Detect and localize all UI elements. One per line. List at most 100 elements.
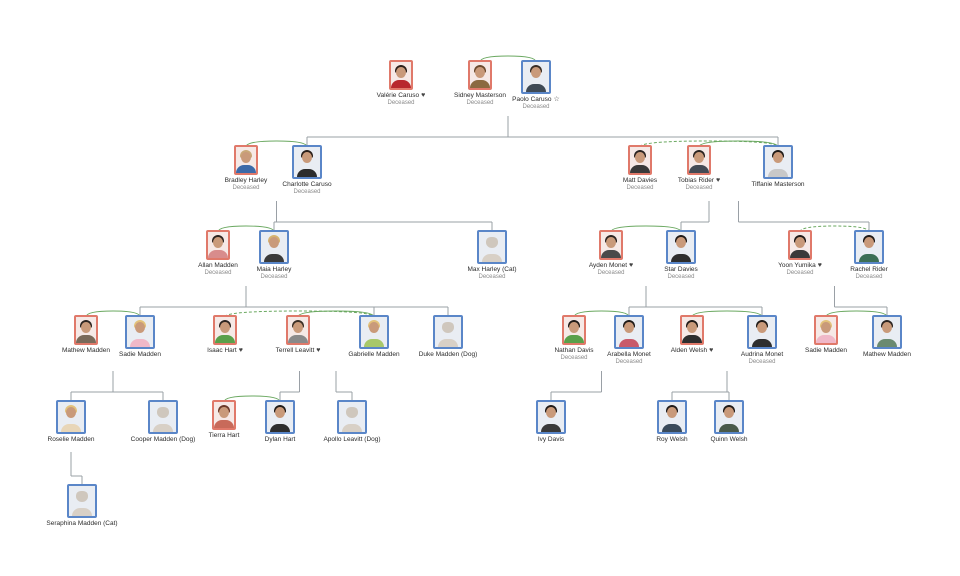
couple-link	[479, 55, 537, 63]
person-name-text: Roselie Madden	[47, 436, 95, 443]
person-card-quinn[interactable]: Quinn Welsh	[674, 400, 784, 444]
person-name: Nathan Davis	[519, 347, 629, 355]
portrait-body	[264, 254, 284, 262]
sim-portrait[interactable]	[599, 230, 623, 260]
person-card-dylan[interactable]: Dylan Hart	[225, 400, 335, 444]
person-card-ayden[interactable]: Ayden Monet♥Deceased	[556, 230, 666, 277]
sim-portrait[interactable]	[747, 315, 777, 349]
portrait-body	[619, 339, 639, 347]
sim-portrait[interactable]	[657, 400, 687, 434]
sim-portrait[interactable]	[687, 145, 711, 175]
pet-portrait[interactable]	[477, 230, 507, 264]
person-card-mathew2[interactable]: Mathew Madden	[832, 315, 942, 359]
person-card-roselie[interactable]: Roselie Madden	[16, 400, 126, 444]
person-card-valerie[interactable]: Valérie Caruso♥Deceased	[346, 60, 456, 107]
sim-portrait[interactable]	[468, 60, 492, 90]
person-name-text: Tobias Rider	[677, 177, 714, 184]
person-card-sadie2[interactable]: Sadie Madden	[771, 315, 881, 355]
sim-portrait[interactable]	[286, 315, 310, 345]
couple-link	[245, 140, 308, 148]
sim-portrait[interactable]	[359, 315, 389, 349]
person-card-apollo[interactable]: Apollo Leavitt (Dog)	[297, 400, 407, 444]
person-card-alden[interactable]: Alden Welsh♥	[637, 315, 747, 355]
person-card-seraphina[interactable]: Seraphina Madden (Cat)	[27, 484, 137, 528]
sim-portrait[interactable]	[234, 145, 258, 175]
pet-portrait[interactable]	[67, 484, 97, 518]
person-card-maxharley[interactable]: Max Harley (Cat)Deceased	[437, 230, 547, 281]
person-card-mathew1[interactable]: Mathew Madden	[31, 315, 141, 355]
sim-portrait[interactable]	[265, 400, 295, 434]
portrait-body	[215, 335, 235, 343]
person-card-isaac[interactable]: Isaac Hart♥	[170, 315, 280, 355]
sim-portrait[interactable]	[562, 315, 586, 345]
person-card-ivy[interactable]: Ivy Davis	[496, 400, 606, 444]
pet-portrait[interactable]	[433, 315, 463, 349]
sim-portrait[interactable]	[714, 400, 744, 434]
person-name: Ivy Davis	[496, 436, 606, 444]
sim-portrait[interactable]	[74, 315, 98, 345]
sim-portrait[interactable]	[614, 315, 644, 349]
portrait-body	[72, 508, 92, 516]
person-card-sadie1[interactable]: Sadie Madden	[85, 315, 195, 359]
person-card-yoon[interactable]: Yoon Yumika♥Deceased	[745, 230, 855, 277]
sim-portrait[interactable]	[680, 315, 704, 345]
person-name: Tobias Rider♥	[644, 177, 754, 185]
person-card-paolo[interactable]: Paolo Caruso☆Deceased	[481, 60, 591, 111]
person-name-text: Arabella Monet	[607, 351, 651, 358]
pet-portrait[interactable]	[148, 400, 178, 434]
person-card-terrell[interactable]: Terrell Leavitt♥	[243, 315, 353, 355]
person-name-text: Maia Harley	[256, 266, 292, 273]
person-card-tobias[interactable]: Tobias Rider♥Deceased	[644, 145, 754, 192]
sim-portrait[interactable]	[521, 60, 551, 94]
sim-portrait[interactable]	[628, 145, 652, 175]
person-status: Deceased	[748, 359, 776, 365]
sim-portrait[interactable]	[213, 315, 237, 345]
sim-portrait[interactable]	[259, 230, 289, 264]
portrait-body	[482, 254, 502, 262]
sim-portrait[interactable]	[536, 400, 566, 434]
sim-portrait[interactable]	[56, 400, 86, 434]
portrait-body	[877, 339, 897, 347]
person-name-text: Allan Madden	[198, 262, 238, 269]
portrait-head	[269, 237, 279, 248]
pet-portrait[interactable]	[337, 400, 367, 434]
portrait-head	[475, 67, 485, 78]
portrait-body	[270, 424, 290, 432]
person-card-tiffanie[interactable]: Tiffanie Masterson	[723, 145, 833, 189]
person-status: Deceased	[615, 359, 643, 365]
portrait-head	[864, 237, 874, 248]
sim-portrait[interactable]	[814, 315, 838, 345]
person-card-cooper[interactable]: Cooper Madden (Dog)	[108, 400, 218, 444]
person-card-duke[interactable]: Duke Madden (Dog)	[393, 315, 503, 359]
sim-portrait[interactable]	[854, 230, 884, 264]
sim-portrait[interactable]	[788, 230, 812, 260]
sim-portrait[interactable]	[666, 230, 696, 264]
person-card-roy[interactable]: Roy Welsh	[617, 400, 727, 444]
person-status: Deceased	[786, 270, 814, 276]
sim-portrait[interactable]	[212, 400, 236, 430]
sim-portrait[interactable]	[292, 145, 322, 179]
sim-portrait[interactable]	[206, 230, 230, 260]
sim-portrait[interactable]	[125, 315, 155, 349]
sim-portrait[interactable]	[872, 315, 902, 349]
person-card-gabrielle[interactable]: Gabrielle Madden	[319, 315, 429, 359]
sim-portrait[interactable]	[389, 60, 413, 90]
person-card-tierra[interactable]: Tierra Hart	[169, 400, 279, 440]
person-name: Yoon Yumika♥	[745, 262, 855, 270]
person-name: Rachel Rider	[814, 266, 924, 274]
sim-portrait[interactable]	[763, 145, 793, 179]
heart-icon: ♥	[629, 262, 634, 269]
person-name: Bradley Harley	[191, 177, 301, 185]
portrait-body	[438, 339, 458, 347]
